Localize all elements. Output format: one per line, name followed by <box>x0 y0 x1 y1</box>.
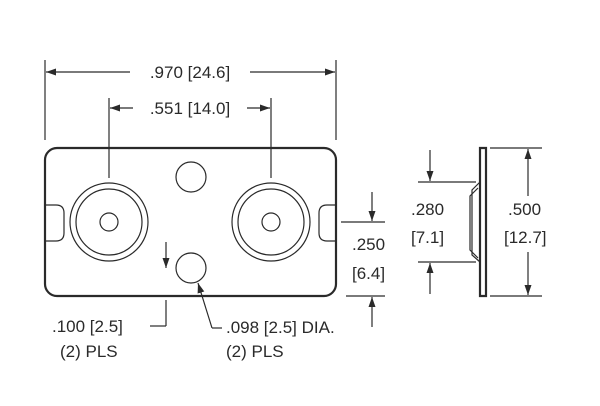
hole-spacing-label: .551 [14.0] <box>150 99 230 118</box>
overall-height-label-line2: [12.7] <box>504 228 547 247</box>
hole-offset-dimension <box>341 192 385 327</box>
overall-height-dimension <box>490 147 542 297</box>
hole-diameter-label-line1: .098 [2.5] DIA. <box>226 318 335 337</box>
overall-height-label-line1: .500 <box>508 200 541 219</box>
plate-front-view <box>43 146 338 298</box>
left-tab <box>45 204 65 242</box>
plate-outline <box>43 146 338 298</box>
tab-width-dimension <box>150 242 170 327</box>
hole-offset-label-line1: .250 <box>352 235 385 254</box>
hole-diameter-label-line2: (2) PLS <box>226 342 284 361</box>
overall-width-label: .970 [24.6] <box>150 63 230 82</box>
profile-height-label-line2: [7.1] <box>411 228 444 247</box>
lower-mounting-hole <box>175 252 207 284</box>
plate-side-view <box>469 146 488 298</box>
upper-mounting-hole <box>175 161 207 193</box>
overall-width-dimension <box>44 60 337 140</box>
right-tab <box>318 204 336 242</box>
tab-width-label-line1: .100 [2.5] <box>52 317 123 336</box>
hole-diameter-leader <box>197 282 222 329</box>
profile-height-dimension <box>418 150 476 294</box>
hole-offset-label-line2: [6.4] <box>352 264 385 283</box>
hole-spacing-dimension <box>108 98 272 178</box>
tab-width-label-line2: (2) PLS <box>60 342 118 361</box>
profile-height-label-line1: .280 <box>411 200 444 219</box>
right-terminal <box>231 182 311 262</box>
left-terminal <box>69 182 149 262</box>
